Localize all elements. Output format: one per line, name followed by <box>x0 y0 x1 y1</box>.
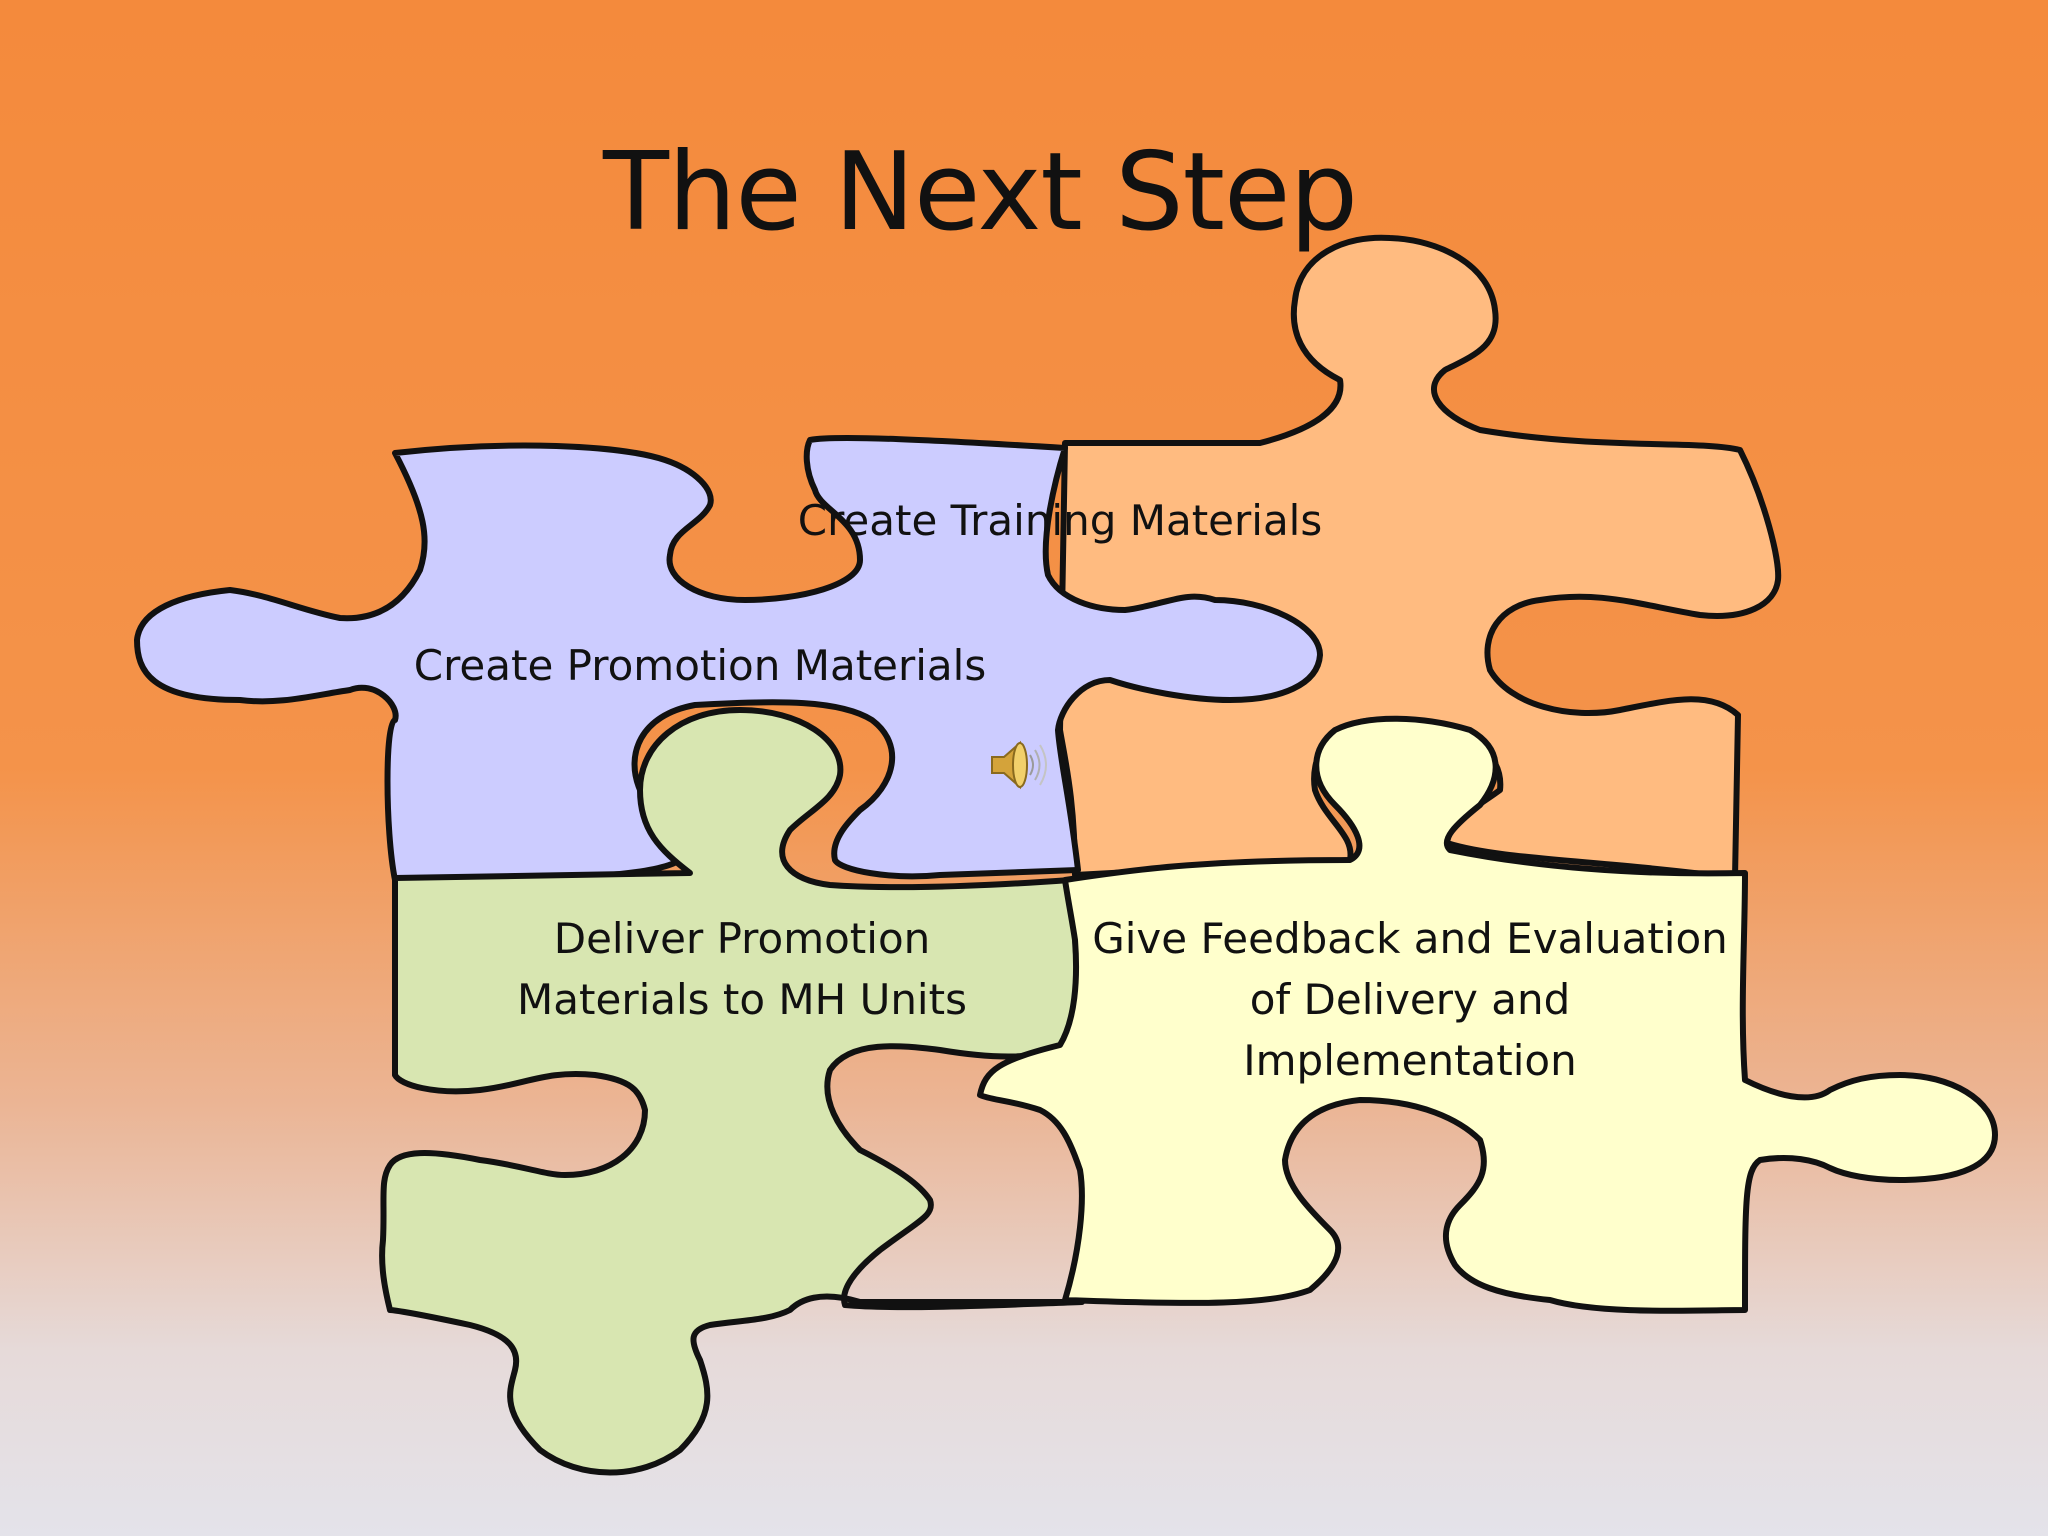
label-create-training: Create Training Materials <box>797 496 1323 545</box>
label-deliver-promotion: Deliver Promotion Materials to MH Units <box>517 914 967 1024</box>
label-give-feedback: Give Feedback and Evaluation of Delivery… <box>1092 914 1728 1085</box>
label-create-promotion: Create Promotion Materials <box>413 641 987 690</box>
speaker-icon[interactable] <box>991 740 1047 790</box>
piece-give-feedback <box>977 715 1998 1314</box>
slide-title: The Next Step <box>602 130 1358 255</box>
